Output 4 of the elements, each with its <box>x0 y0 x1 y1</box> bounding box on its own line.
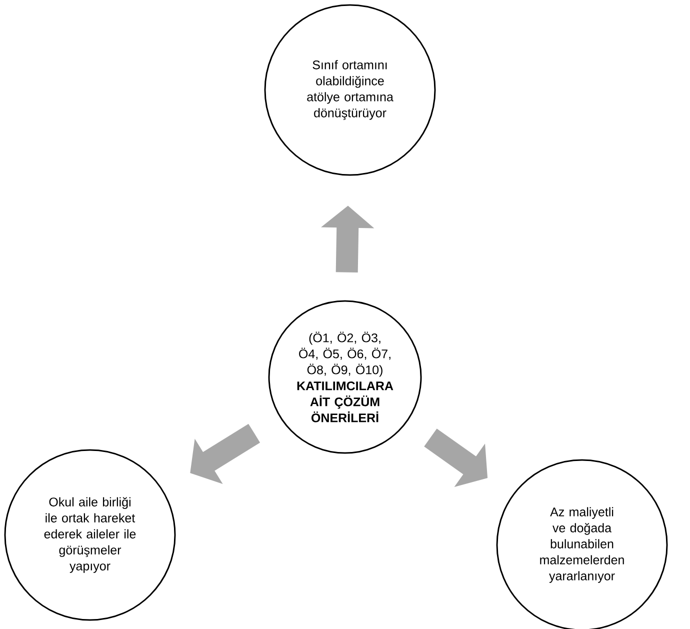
circle-node: Okul aile birliği ile ortak hareket ederek aileler ile görüşmeler yapıyor <box>4 449 176 621</box>
circle-node: Sınıf ortamını olabildiğince atölye ortamına dönüştürüyor <box>264 4 436 176</box>
circle-node: (Ö1, Ö2, Ö3, Ö4, Ö5, Ö6, Ö7, Ö8, Ö9, Ö10) KATILIMCILARA AİT ÇÖZÜM ÖNERİLERİ <box>268 300 422 454</box>
block-arrow <box>190 424 260 484</box>
